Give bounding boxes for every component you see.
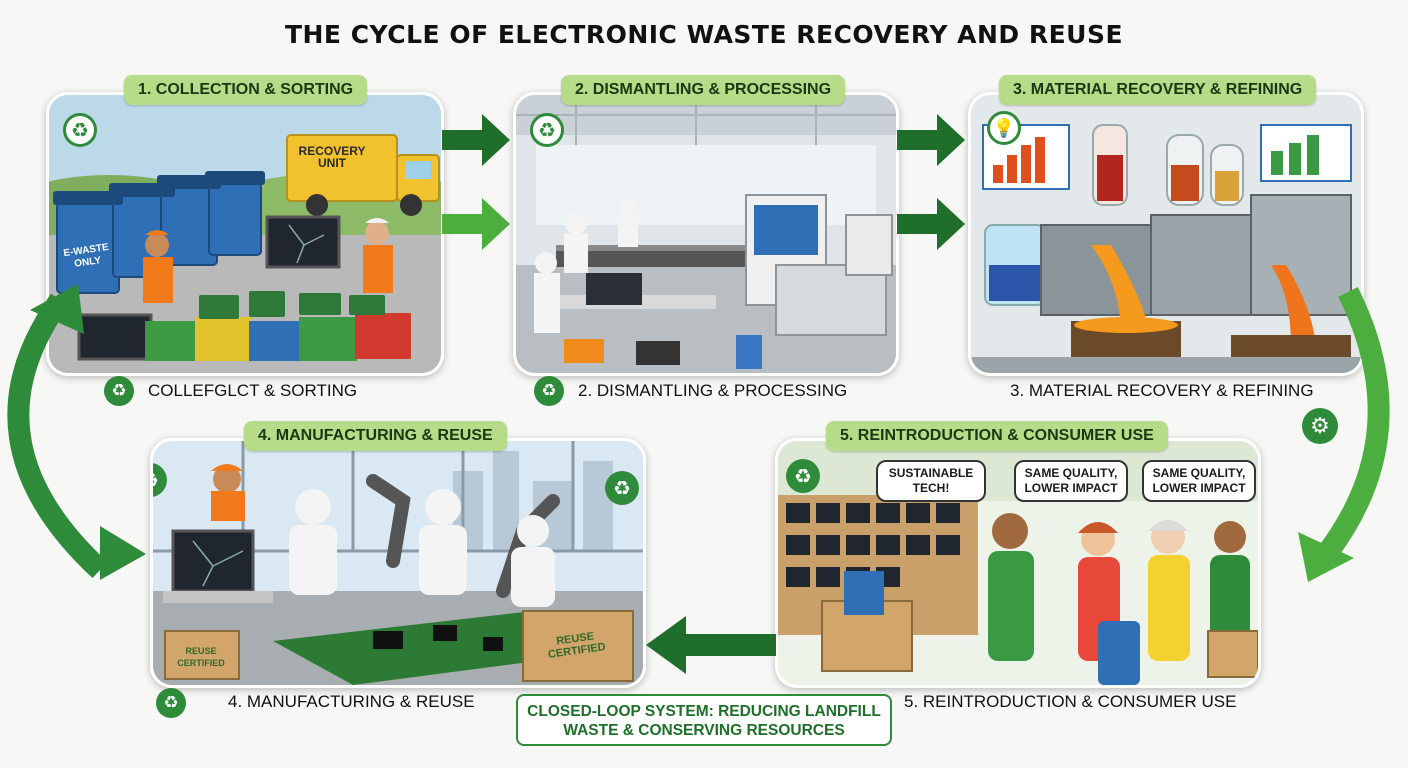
closed-loop-line1: CLOSED-LOOP SYSTEM: REDUCING LANDFILL xyxy=(527,703,881,720)
closed-loop-banner: CLOSED-LOOP SYSTEM: REDUCING LANDFILL WA… xyxy=(516,694,892,746)
gear-icon: ⚙ xyxy=(1302,408,1338,444)
recycle-icon: ♻ xyxy=(534,376,564,406)
arrow-icon xyxy=(7,284,108,579)
lightbulb-icon: 💡 xyxy=(987,111,1021,145)
small-box-label-line2: CERTIFIED xyxy=(177,658,225,668)
panel-manufacturing: ♻ ♻ REUSE CERTIFIED REUSE CERTIFIED xyxy=(150,438,646,688)
stage-2-pill: 2. DISMANTLING & PROCESSING xyxy=(561,75,846,105)
arrow-icon xyxy=(100,526,146,580)
speech-bubble-line1: SAME QUALITY, xyxy=(1024,466,1118,480)
recycle-icon: ♻ xyxy=(63,113,97,147)
material-recovery-scene xyxy=(971,95,1361,373)
manufacturing-scene xyxy=(153,441,643,685)
page-title: THE CYCLE OF ELECTRONIC WASTE RECOVERY A… xyxy=(284,20,1124,49)
arrow-icon xyxy=(442,114,510,250)
speech-bubble-line2: LOWER IMPACT xyxy=(1152,481,1246,495)
truck-sign-line2: UNIT xyxy=(318,156,346,170)
small-box-label: REUSE CERTIFIED xyxy=(169,645,233,669)
panel-dismantling: ♻ xyxy=(513,92,899,376)
stage-4-caption: 4. MANUFACTURING & REUSE xyxy=(228,692,475,711)
speech-bubble-line2: TECH! xyxy=(912,481,950,495)
recycle-icon: ♻ xyxy=(786,459,820,493)
truck-sign-line1: RECOVERY xyxy=(298,144,366,158)
arrow-icon xyxy=(1298,287,1390,582)
recycle-icon: ♻ xyxy=(153,463,167,497)
stage-5-caption: 5. REINTRODUCTION & CONSUMER USE xyxy=(904,692,1237,711)
small-box-label-line1: REUSE xyxy=(185,646,217,656)
recycle-icon: ♻ xyxy=(104,376,134,406)
stage-3-pill: 3. MATERIAL RECOVERY & REFINING xyxy=(999,75,1317,105)
bin-label-line2: ONLY xyxy=(73,255,102,270)
recycle-icon: ♻ xyxy=(605,471,639,505)
stage-2-caption: 2. DISMANTLING & PROCESSING xyxy=(578,381,848,400)
stage-1-caption: COLLEFGLCT & SORTING xyxy=(148,381,358,400)
arrow-icon xyxy=(897,114,965,250)
speech-bubble-line1: SUSTAINABLE xyxy=(888,466,974,480)
speech-bubble-line1: SAME QUALITY, xyxy=(1152,466,1246,480)
dismantling-scene xyxy=(516,95,896,373)
recycle-icon: ♻ xyxy=(156,688,186,718)
truck-sign: RECOVERY UNIT xyxy=(297,145,367,169)
speech-bubble-quality-2: SAME QUALITY, LOWER IMPACT xyxy=(1142,460,1256,502)
closed-loop-line2: WASTE & CONSERVING RESOURCES xyxy=(563,722,845,739)
stage-3-caption: 3. MATERIAL RECOVERY & REFINING xyxy=(1010,381,1314,400)
panel-collection: ♻ RECOVERY UNIT E-WASTE ONLY xyxy=(46,92,444,376)
stage-5-pill: 5. REINTRODUCTION & CONSUMER USE xyxy=(826,421,1168,451)
panel-material-recovery: 💡 xyxy=(968,92,1364,376)
speech-bubble-quality-1: SAME QUALITY, LOWER IMPACT xyxy=(1014,460,1128,502)
stage-4-pill: 4. MANUFACTURING & REUSE xyxy=(244,421,507,451)
arrow-icon xyxy=(646,616,776,674)
speech-bubble-line2: LOWER IMPACT xyxy=(1024,481,1118,495)
recycle-icon: ♻ xyxy=(530,113,564,147)
speech-bubble-sustainable: SUSTAINABLE TECH! xyxy=(876,460,986,502)
stage-1-pill: 1. COLLECTION & SORTING xyxy=(124,75,368,105)
collection-scene xyxy=(49,95,441,373)
